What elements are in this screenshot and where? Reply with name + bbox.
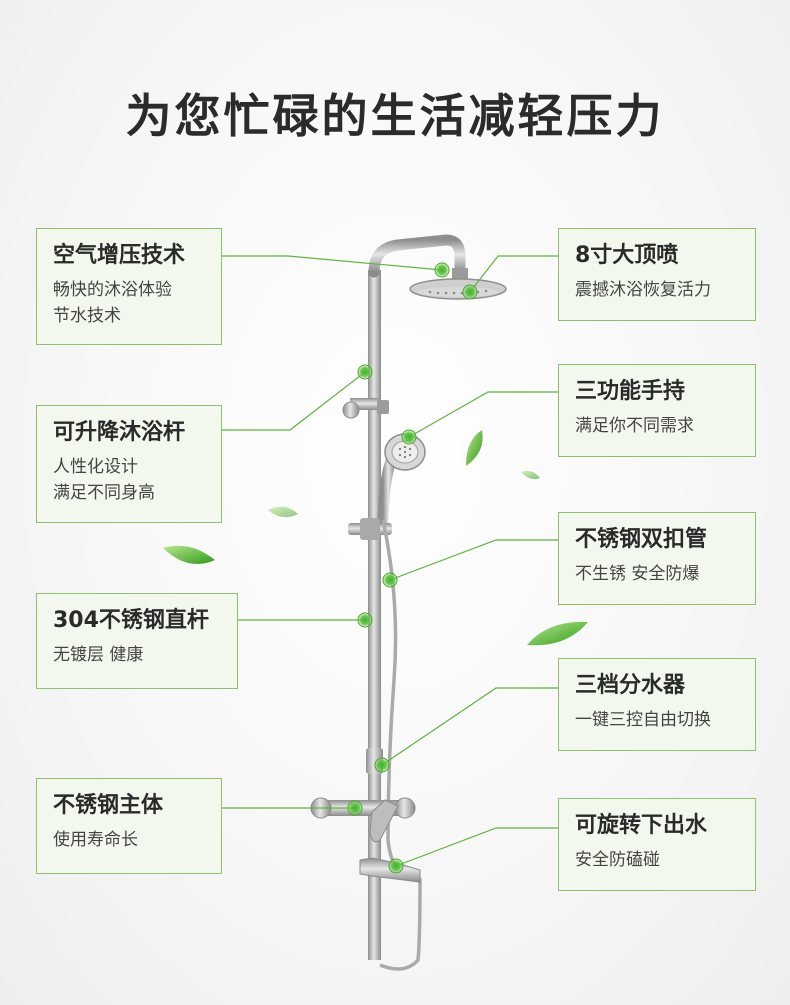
feature-title: 三功能手持 xyxy=(575,379,686,404)
shower-arm xyxy=(368,234,466,278)
callout-dot-icon xyxy=(462,284,478,300)
callout-dot-icon xyxy=(357,612,373,628)
feature-card-rod: 可升降沐浴杆 人性化设计 满足不同身高 xyxy=(36,405,222,523)
callout-dot-icon xyxy=(374,757,390,773)
feature-title: 不锈钢双扣管 xyxy=(575,527,708,552)
hose xyxy=(379,519,422,971)
feature-desc: 使用寿命长 xyxy=(53,830,138,850)
feature-title: 8寸大顶喷 xyxy=(575,243,679,268)
feature-title: 可旋转下出水 xyxy=(575,813,708,838)
feature-card-body: 不锈钢主体 使用寿命长 xyxy=(36,778,222,874)
feature-card-hose: 不锈钢双扣管 不生锈 安全防爆 xyxy=(558,512,756,605)
feature-card-pressure: 空气增压技术 畅快的沐浴体验 节水技术 xyxy=(36,228,222,345)
feature-desc: 人性化设计 满足不同身高 xyxy=(53,457,155,503)
feature-desc: 安全防磕碰 xyxy=(575,850,660,870)
callout-dot-icon xyxy=(434,262,450,278)
feature-card-diverter: 三档分水器 一键三控自由切换 xyxy=(558,658,756,751)
feature-desc: 畅快的沐浴体验 节水技术 xyxy=(53,280,172,326)
leaf-icon xyxy=(268,506,298,518)
feature-desc: 震撼沐浴恢复活力 xyxy=(575,280,711,300)
feature-title: 不锈钢主体 xyxy=(53,793,164,818)
feature-desc: 无镀层 健康 xyxy=(53,645,144,665)
feature-title: 三档分水器 xyxy=(575,673,686,698)
feature-card-steel-rod: 304不锈钢直杆 无镀层 健康 xyxy=(36,593,238,689)
leaf-icon xyxy=(163,545,215,564)
callout-dot-icon xyxy=(382,572,398,588)
vertical-rod xyxy=(368,270,381,960)
leaf-icon xyxy=(466,430,483,466)
feature-desc: 一键三控自由切换 xyxy=(575,710,711,730)
feature-desc: 不生锈 安全防爆 xyxy=(575,564,700,584)
leaf-icon xyxy=(527,621,588,646)
leaf-icon xyxy=(521,470,540,480)
feature-title: 空气增压技术 xyxy=(53,243,186,268)
feature-title: 304不锈钢直杆 xyxy=(53,608,209,633)
feature-card-handheld: 三功能手持 满足你不同需求 xyxy=(558,364,756,457)
callout-dot-icon xyxy=(347,800,363,816)
callout-dot-icon xyxy=(401,429,417,445)
page-title: 为您忙碌的生活减轻压力 xyxy=(125,89,665,143)
feature-card-spout: 可旋转下出水 安全防磕碰 xyxy=(558,798,756,891)
feature-card-top-spray: 8寸大顶喷 震撼沐浴恢复活力 xyxy=(558,228,756,321)
feature-desc: 满足你不同需求 xyxy=(575,416,694,436)
feature-title: 可升降沐浴杆 xyxy=(53,420,186,445)
callout-dots xyxy=(347,262,478,874)
callout-dot-icon xyxy=(388,858,404,874)
callout-dot-icon xyxy=(357,364,373,380)
